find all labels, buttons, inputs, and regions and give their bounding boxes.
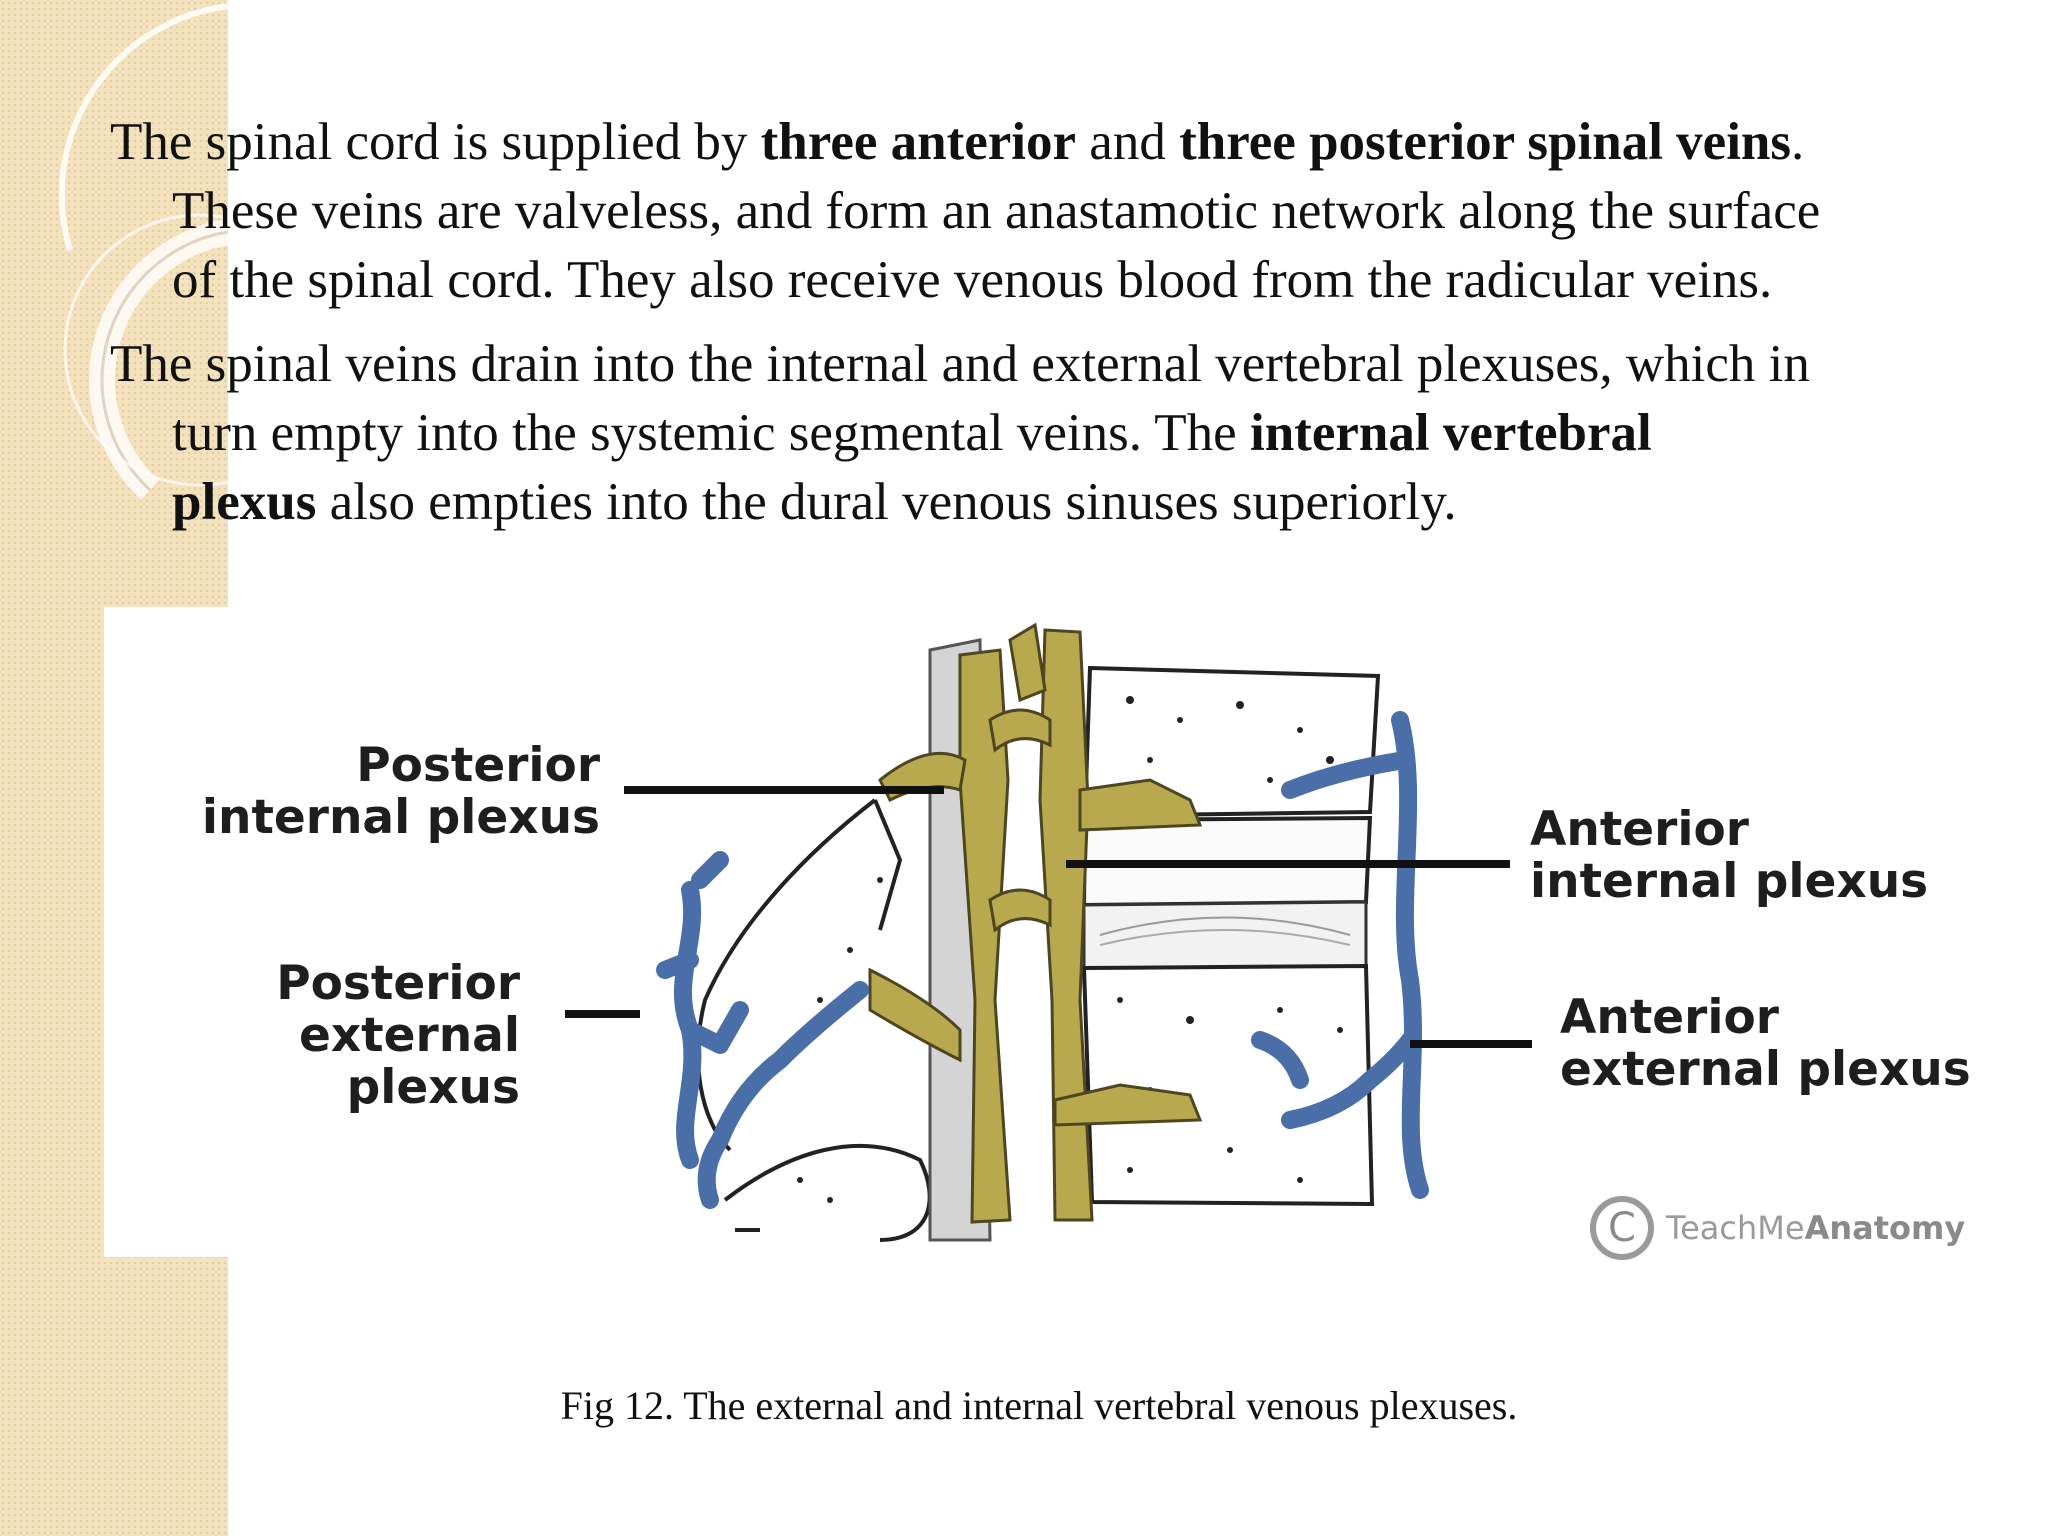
figure-caption: Fig 12. The external and internal verteb… <box>560 1383 1518 1428</box>
label-line: external plexus <box>1560 1042 1971 1097</box>
external-plexus-blue <box>656 711 1429 1209</box>
label-line: internal plexus <box>201 790 600 845</box>
label-anterior-external-plexus: Anterior external plexus <box>1560 992 1971 1096</box>
text-run: and <box>1076 113 1180 171</box>
text-run: . <box>1791 113 1805 171</box>
label-line: Posterior <box>276 956 520 1011</box>
label-posterior-internal-plexus: Posterior internal plexus <box>200 740 600 844</box>
paragraph-line: These veins are valveless, and form an a… <box>172 182 1821 240</box>
text-run: turn empty into the systemic segmental v… <box>172 404 1250 462</box>
watermark-text-teachme: TeachMe <box>1666 1209 1805 1247</box>
paragraph-vertebral-plexuses: The spinal veins drain into the internal… <box>110 330 1990 537</box>
posterior-arch <box>696 798 932 1242</box>
label-leader-lines <box>565 786 1532 1048</box>
label-anterior-internal-plexus: Anterior internal plexus <box>1530 804 1928 908</box>
text-run: The spinal cord is supplied by <box>110 113 761 171</box>
intervertebral-disc <box>1082 900 1368 970</box>
label-line: Posterior <box>356 738 600 793</box>
paragraph-line: The spinal cord is supplied by three ant… <box>110 108 1990 177</box>
bold-three-anterior: three anterior <box>760 113 1077 171</box>
label-line: external plexus <box>298 1008 520 1115</box>
paragraph-line: plexus also empties into the dural venou… <box>110 468 1990 537</box>
label-line: internal plexus <box>1530 854 1929 909</box>
paragraph-line: The spinal veins drain into the internal… <box>110 335 1810 393</box>
label-line: Anterior <box>1560 990 1779 1045</box>
watermark-text-anatomy: Anatomy <box>1804 1209 1966 1247</box>
decorative-rings <box>58 3 337 500</box>
bold-plexus: plexus <box>172 473 317 531</box>
label-posterior-external-plexus: Posterior external plexus <box>110 958 520 1114</box>
bold-internal-vertebral: internal vertebral <box>1249 404 1652 462</box>
text-run: also empties into the dural venous sinus… <box>316 473 1457 531</box>
watermark: C TeachMe Anatomy <box>1590 1196 1965 1260</box>
bone-texture <box>797 696 1343 1203</box>
bold-three-posterior-spinal-veins: three posterior spinal veins <box>1179 113 1792 171</box>
paragraph-line: turn empty into the systemic segmental v… <box>110 399 1990 468</box>
copyright-icon: C <box>1590 1196 1654 1260</box>
paragraph-spinal-veins: The spinal cord is supplied by three ant… <box>110 108 1990 315</box>
paragraph-line: of the spinal cord. They also receive ve… <box>172 251 1773 309</box>
label-line: Anterior <box>1530 802 1749 857</box>
